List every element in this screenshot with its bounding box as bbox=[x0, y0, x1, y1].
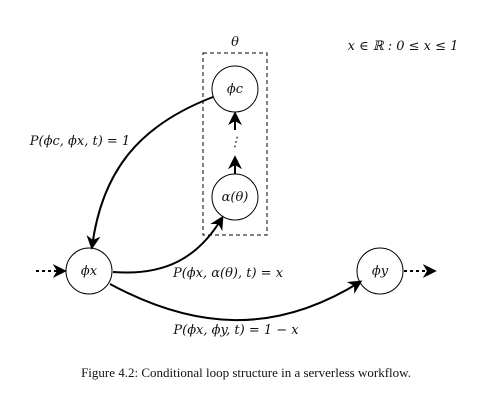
edge-phi-c-to-phi-x bbox=[86, 96, 214, 250]
node-phi-x-label: ϕx bbox=[81, 264, 98, 279]
theta-box bbox=[202, 52, 268, 236]
edge-phi-x-to-alpha bbox=[112, 215, 224, 274]
node-phi-y-label: ϕy bbox=[372, 264, 389, 279]
edge-label-x-to-y: P(ϕx, ϕy, t) = 1 − x bbox=[172, 323, 299, 338]
node-alpha-label: α(θ) bbox=[222, 190, 249, 205]
edge-label-c-to-x: P(ϕc, ϕx, t) = 1 bbox=[29, 134, 130, 149]
node-phi-x: ϕx bbox=[65, 247, 113, 295]
node-phi-y: ϕy bbox=[356, 247, 404, 295]
node-phi-c: ϕc bbox=[211, 65, 259, 113]
edge-phi-x-to-phi-y bbox=[109, 280, 363, 322]
theta-label: θ bbox=[231, 35, 239, 50]
figure-caption: Figure 4.2: Conditional loop structure i… bbox=[81, 365, 411, 380]
edge-label-x-to-alpha: P(ϕx, α(θ), t) = x bbox=[172, 266, 284, 281]
vertical-dots: ⋮ bbox=[229, 135, 242, 150]
condition-label: x ∈ ℝ : 0 ≤ x ≤ 1 bbox=[348, 39, 459, 54]
node-alpha: α(θ) bbox=[211, 173, 259, 221]
node-phi-c-label: ϕc bbox=[227, 82, 244, 97]
